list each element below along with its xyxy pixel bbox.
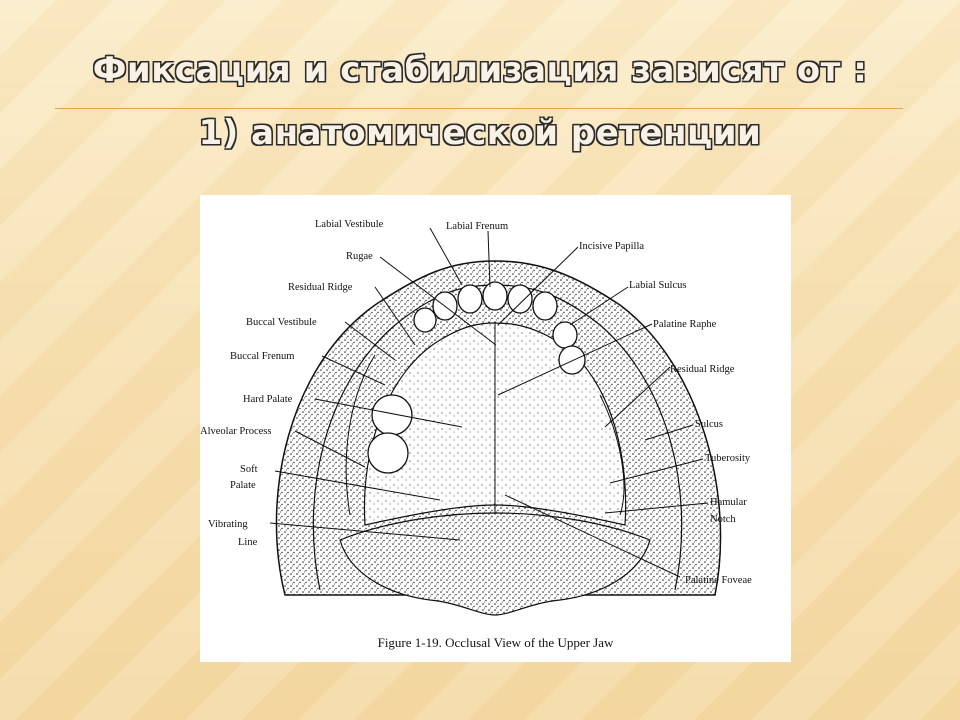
label-alveolar-process: Alveolar Process: [200, 426, 271, 437]
label-residual-ridge-left: Residual Ridge: [288, 282, 353, 293]
label-residual-ridge-right: Residual Ridge: [670, 364, 735, 375]
title-divider: [55, 108, 903, 109]
upper-jaw-figure: Labial Vestibule Labial Frenum Rugae Inc…: [200, 195, 791, 662]
slide-title-line-2: 1) анатомической ретенции: [198, 113, 762, 153]
label-vibrating: Vibrating: [208, 519, 248, 530]
label-rugae: Rugae: [346, 251, 373, 262]
figure-caption: Figure 1-19. Occlusal View of the Upper …: [377, 635, 614, 650]
label-palatine-foveae: Palatine Foveae: [685, 575, 752, 586]
label-hard-palate: Hard Palate: [243, 394, 293, 405]
label-buccal-frenum: Buccal Frenum: [230, 351, 294, 362]
label-sulcus: Sulcus: [695, 419, 723, 430]
label-tuberosity: Tuberosity: [705, 453, 751, 464]
label-labial-vestibule: Labial Vestibule: [315, 219, 384, 230]
leader-lines: [269, 227, 709, 578]
right-flange: [599, 394, 625, 516]
left-flange: [345, 354, 376, 516]
label-labial-frenum: Labial Frenum: [446, 221, 508, 232]
label-labial-sulcus: Labial Sulcus: [629, 280, 686, 291]
teeth: [367, 281, 586, 474]
label-incisive-papilla: Incisive Papilla: [579, 241, 644, 252]
label-palatine-raphe: Palatine Raphe: [653, 319, 717, 330]
upper-jaw-illustration: Labial Vestibule Labial Frenum Rugae Inc…: [200, 219, 752, 616]
label-notch: Notch: [710, 514, 736, 525]
label-hamular: Hamular: [710, 497, 747, 508]
label-line: Line: [238, 537, 258, 548]
slide-title-line-1: Фиксация и стабилизация зависят от :: [92, 50, 868, 90]
soft-palate: [339, 512, 651, 616]
label-buccal-vestibule: Buccal Vestibule: [246, 317, 317, 328]
label-soft: Soft: [240, 464, 258, 475]
label-palate: Palate: [230, 480, 256, 491]
